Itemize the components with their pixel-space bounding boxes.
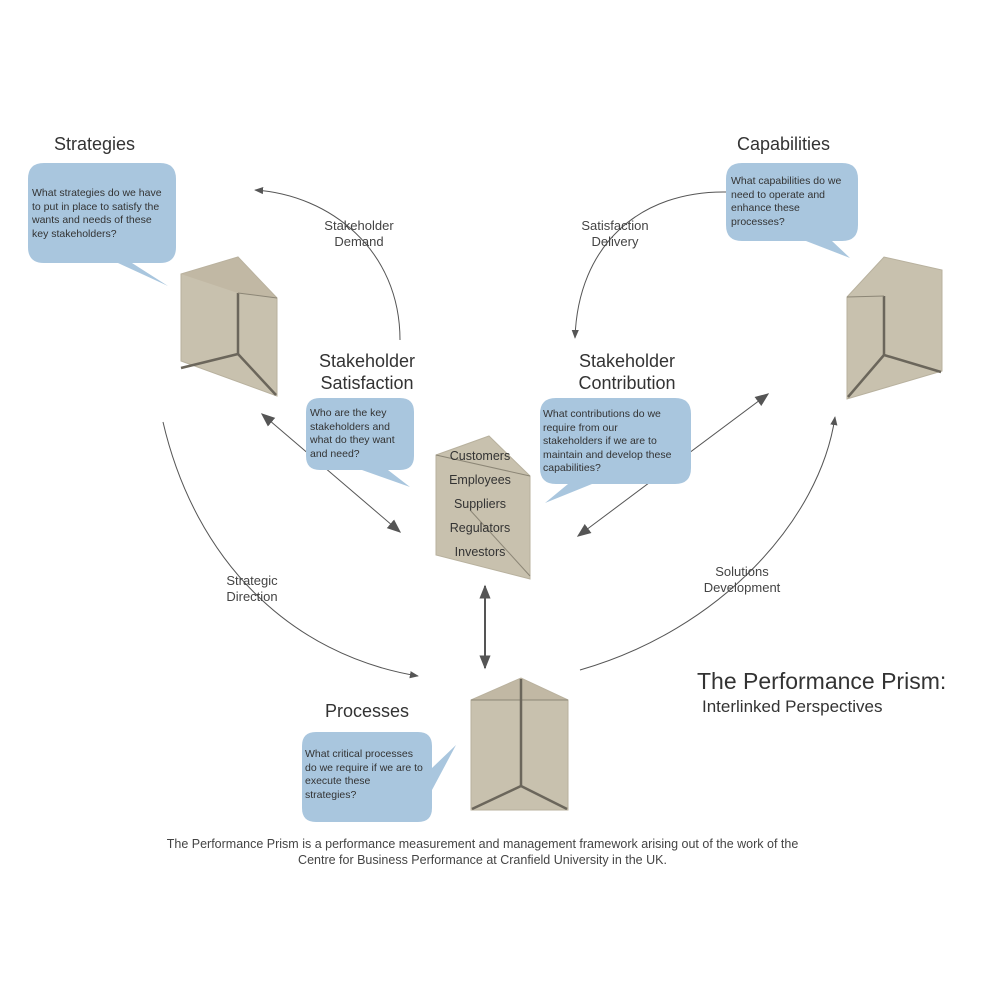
processes-question-bubble — [302, 732, 456, 822]
capabilities-prism — [846, 256, 943, 400]
stakeholder-contribution-heading: Stakeholder Contribution — [578, 351, 676, 393]
stakeholder-customers: Customers — [449, 449, 511, 463]
strategies-question-text: What strategies do we have to put in pla… — [32, 187, 162, 240]
stakeholder-demand-arrow — [254, 186, 401, 341]
diagram-title: The Performance Prism: — [697, 668, 947, 694]
processes-prism — [470, 677, 569, 811]
footer-note: The Performance Prism is a performance m… — [166, 837, 799, 867]
solutions-development-label: Solutions Development — [703, 564, 781, 595]
satisfaction-question-text: Who are the key stakeholders and what do… — [310, 407, 395, 460]
satisfaction-link-arrow — [260, 413, 402, 533]
strategic-direction-arrow — [162, 421, 419, 679]
stakeholder-suppliers: Suppliers — [453, 497, 507, 511]
stakeholder-regulators: Regulators — [449, 521, 511, 535]
solutions-development-arrow — [579, 416, 838, 671]
strategies-prism — [180, 256, 278, 397]
contribution-question-text: What contributions do we require from ou… — [543, 408, 672, 474]
stakeholder-demand-label: Stakeholder Demand — [324, 218, 394, 249]
satisfaction-question-bubble — [306, 398, 414, 487]
strategies-heading: Strategies — [54, 134, 136, 154]
capabilities-question-bubble — [726, 163, 858, 258]
stakeholder-investors: Investors — [454, 545, 506, 559]
satisfaction-delivery-label: Satisfaction Delivery — [581, 218, 649, 249]
stakeholder-employees: Employees — [449, 473, 511, 487]
diagram-subtitle: Interlinked Perspectives — [702, 697, 883, 716]
satisfaction-delivery-arrow — [571, 191, 729, 339]
stakeholder-satisfaction-heading: Stakeholder Satisfaction — [318, 351, 416, 393]
contribution-question-bubble — [540, 398, 691, 503]
stakeholders-prism — [435, 435, 531, 580]
processes-heading: Processes — [325, 701, 410, 721]
capabilities-question-text: What capabilities do we need to operate … — [731, 175, 842, 228]
capabilities-heading: Capabilities — [737, 134, 831, 154]
processes-question-text: What critical processes do we require if… — [305, 748, 423, 801]
strategic-direction-label: Strategic Direction — [226, 573, 278, 604]
strategies-question-bubble — [28, 163, 176, 286]
